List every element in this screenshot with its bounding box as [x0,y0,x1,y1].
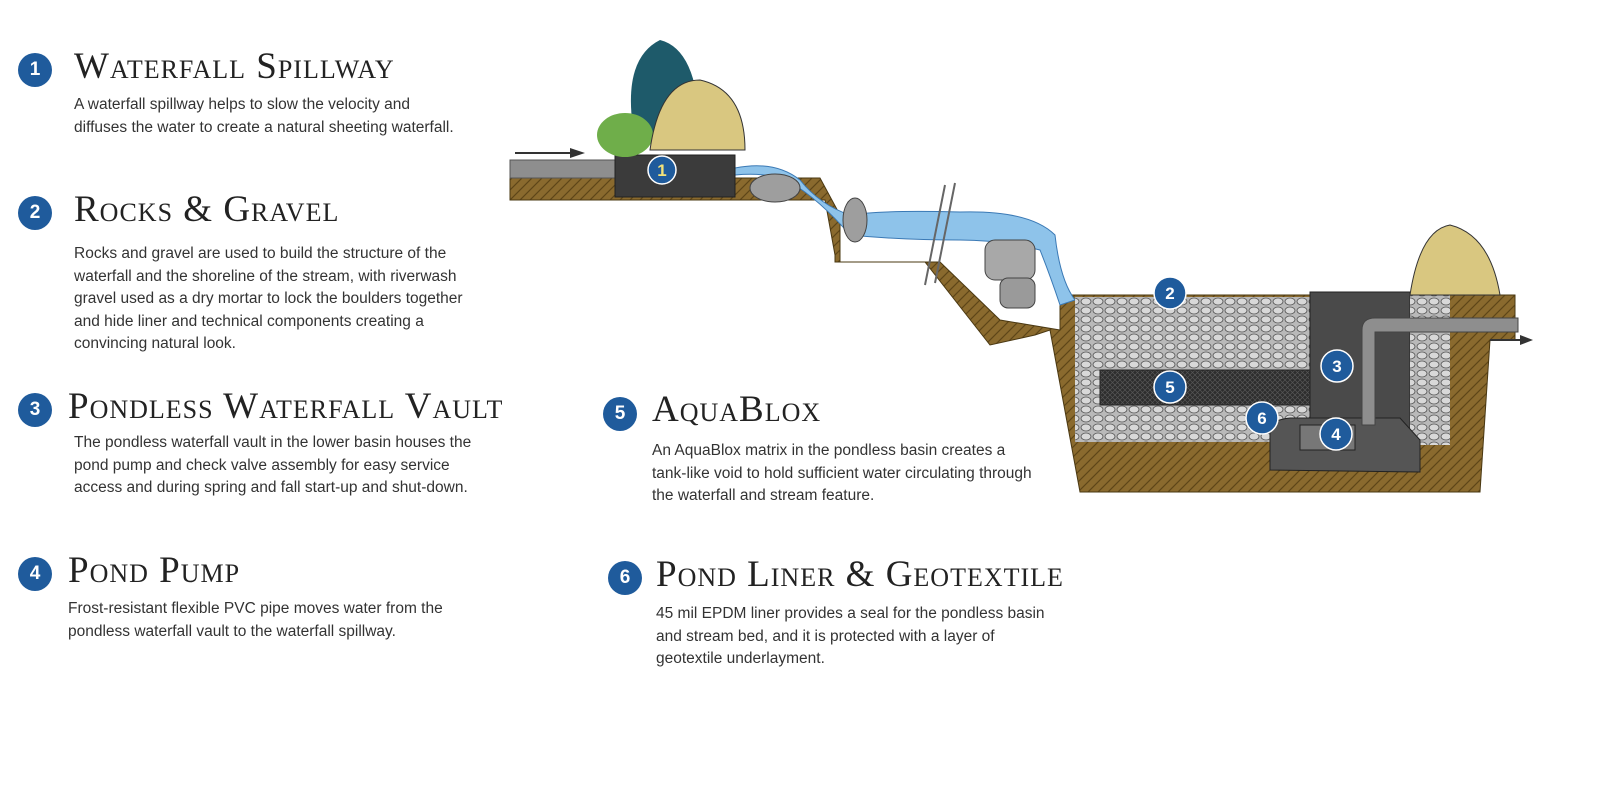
diagram-marker-4: 4 [1319,417,1353,451]
number-badge: 5 [603,397,637,431]
item-title: Pond Pump [68,550,241,591]
number-badge: 1 [18,53,52,87]
number-badge: 3 [18,393,52,427]
item-description: Frost-resistant flexible PVC pipe moves … [68,600,443,640]
diagram-marker-2: 2 [1153,276,1187,310]
item-title: Pondless Waterfall Vault [68,386,504,427]
svg-text:5: 5 [1165,378,1174,397]
diagram-marker-1: 1 [647,155,677,185]
svg-text:2: 2 [1165,284,1174,303]
diagram-marker-3: 3 [1320,349,1354,383]
item-title: AquaBlox [652,389,822,430]
item-description: A waterfall spillway helps to slow the v… [74,96,454,136]
item-description: Rocks and gravel are used to build the s… [74,245,463,352]
item-description: An AquaBlox matrix in the pondless basin… [652,442,1032,504]
item-title: Rocks & Gravel [74,189,340,230]
number-badge: 6 [608,561,642,595]
svg-text:6: 6 [1257,409,1266,428]
svg-text:1: 1 [657,161,666,180]
svg-text:4: 4 [1331,425,1341,444]
svg-text:3: 3 [1332,357,1341,376]
item-description: The pondless waterfall vault in the lowe… [74,434,472,496]
number-badge: 2 [18,196,52,230]
diagram-marker-6: 6 [1245,401,1279,435]
diagram-marker-5: 5 [1153,370,1187,404]
item-title: Pond Liner & Geotextile [656,554,1064,595]
item-description: 45 mil EPDM liner provides a seal for th… [656,605,1045,667]
number-badge: 4 [18,557,52,591]
item-title: Waterfall Spillway [74,46,395,87]
